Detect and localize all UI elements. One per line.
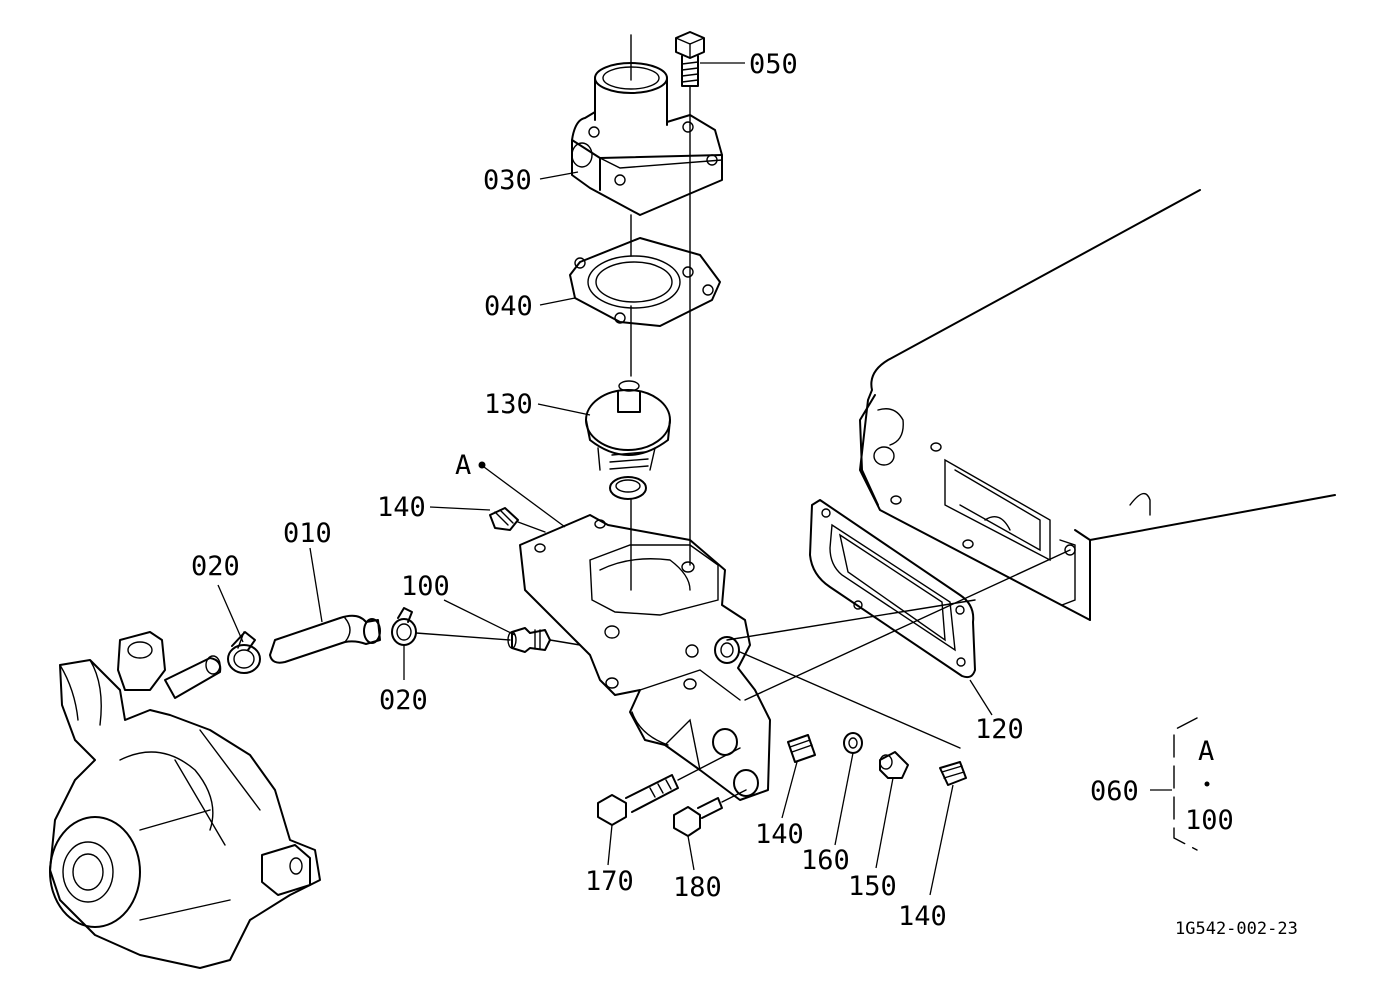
bolt-050 (675, 31, 705, 126)
thermostat-cover-030 (571, 34, 723, 216)
plug-140-middle (787, 734, 816, 763)
hose-clamp-020-left (227, 631, 261, 674)
thermostat-housing (519, 124, 771, 801)
engine-block (859, 189, 1336, 621)
plug-150 (879, 751, 909, 779)
callout-140-bottom: 140 (898, 901, 947, 932)
hose-010 (269, 614, 381, 664)
callout-130: 130 (484, 389, 533, 420)
plug-140-left (489, 507, 546, 533)
thermostat-130 (585, 380, 671, 500)
reference-point-a: A (455, 450, 471, 481)
reference-legend-bracket (1173, 717, 1210, 851)
callout-050: 050 (749, 49, 798, 80)
water-pump (49, 631, 321, 969)
callout-140-top: 140 (377, 492, 426, 523)
callout-160: 160 (801, 845, 850, 876)
plug-140-right (939, 761, 967, 786)
callout-010: 010 (283, 518, 332, 549)
gasket-040 (569, 214, 721, 377)
drawing-code: 1G542-002-23 (1175, 919, 1298, 939)
nipple-fitting-100 (507, 627, 581, 653)
callout-120: 120 (975, 714, 1024, 745)
callout-180: 180 (673, 872, 722, 903)
callout-140-middle: 140 (755, 819, 804, 850)
washer-160 (843, 732, 863, 754)
callout-030: 030 (483, 165, 532, 196)
bolt-170 (597, 747, 741, 826)
callout-150: 150 (848, 871, 897, 902)
legend-point-a: A (1198, 736, 1214, 767)
callout-020-left: 020 (191, 551, 240, 582)
callout-100: 100 (401, 571, 450, 602)
callout-170: 170 (585, 866, 634, 897)
legend-range-end: 100 (1185, 805, 1234, 836)
gasket-120 (809, 499, 976, 679)
leader-lines (217, 62, 1172, 896)
callout-020-right: 020 (379, 685, 428, 716)
callout-060: 060 (1090, 776, 1139, 807)
hose-clamp-020-right (391, 607, 511, 646)
callout-040: 040 (484, 291, 533, 322)
bolt-180 (673, 789, 747, 837)
